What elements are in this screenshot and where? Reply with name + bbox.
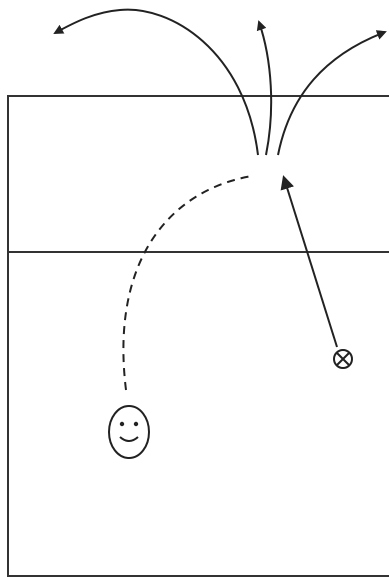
circled-x-icon [333,349,353,369]
smiley-face-icon [108,405,150,459]
center-curved-arrow [256,20,273,156]
left-curved-arrow [53,8,259,156]
dashed-trajectory [122,175,253,391]
court-outline [7,95,389,577]
right-curved-arrow [277,30,387,156]
arrow-to-point [280,175,338,348]
